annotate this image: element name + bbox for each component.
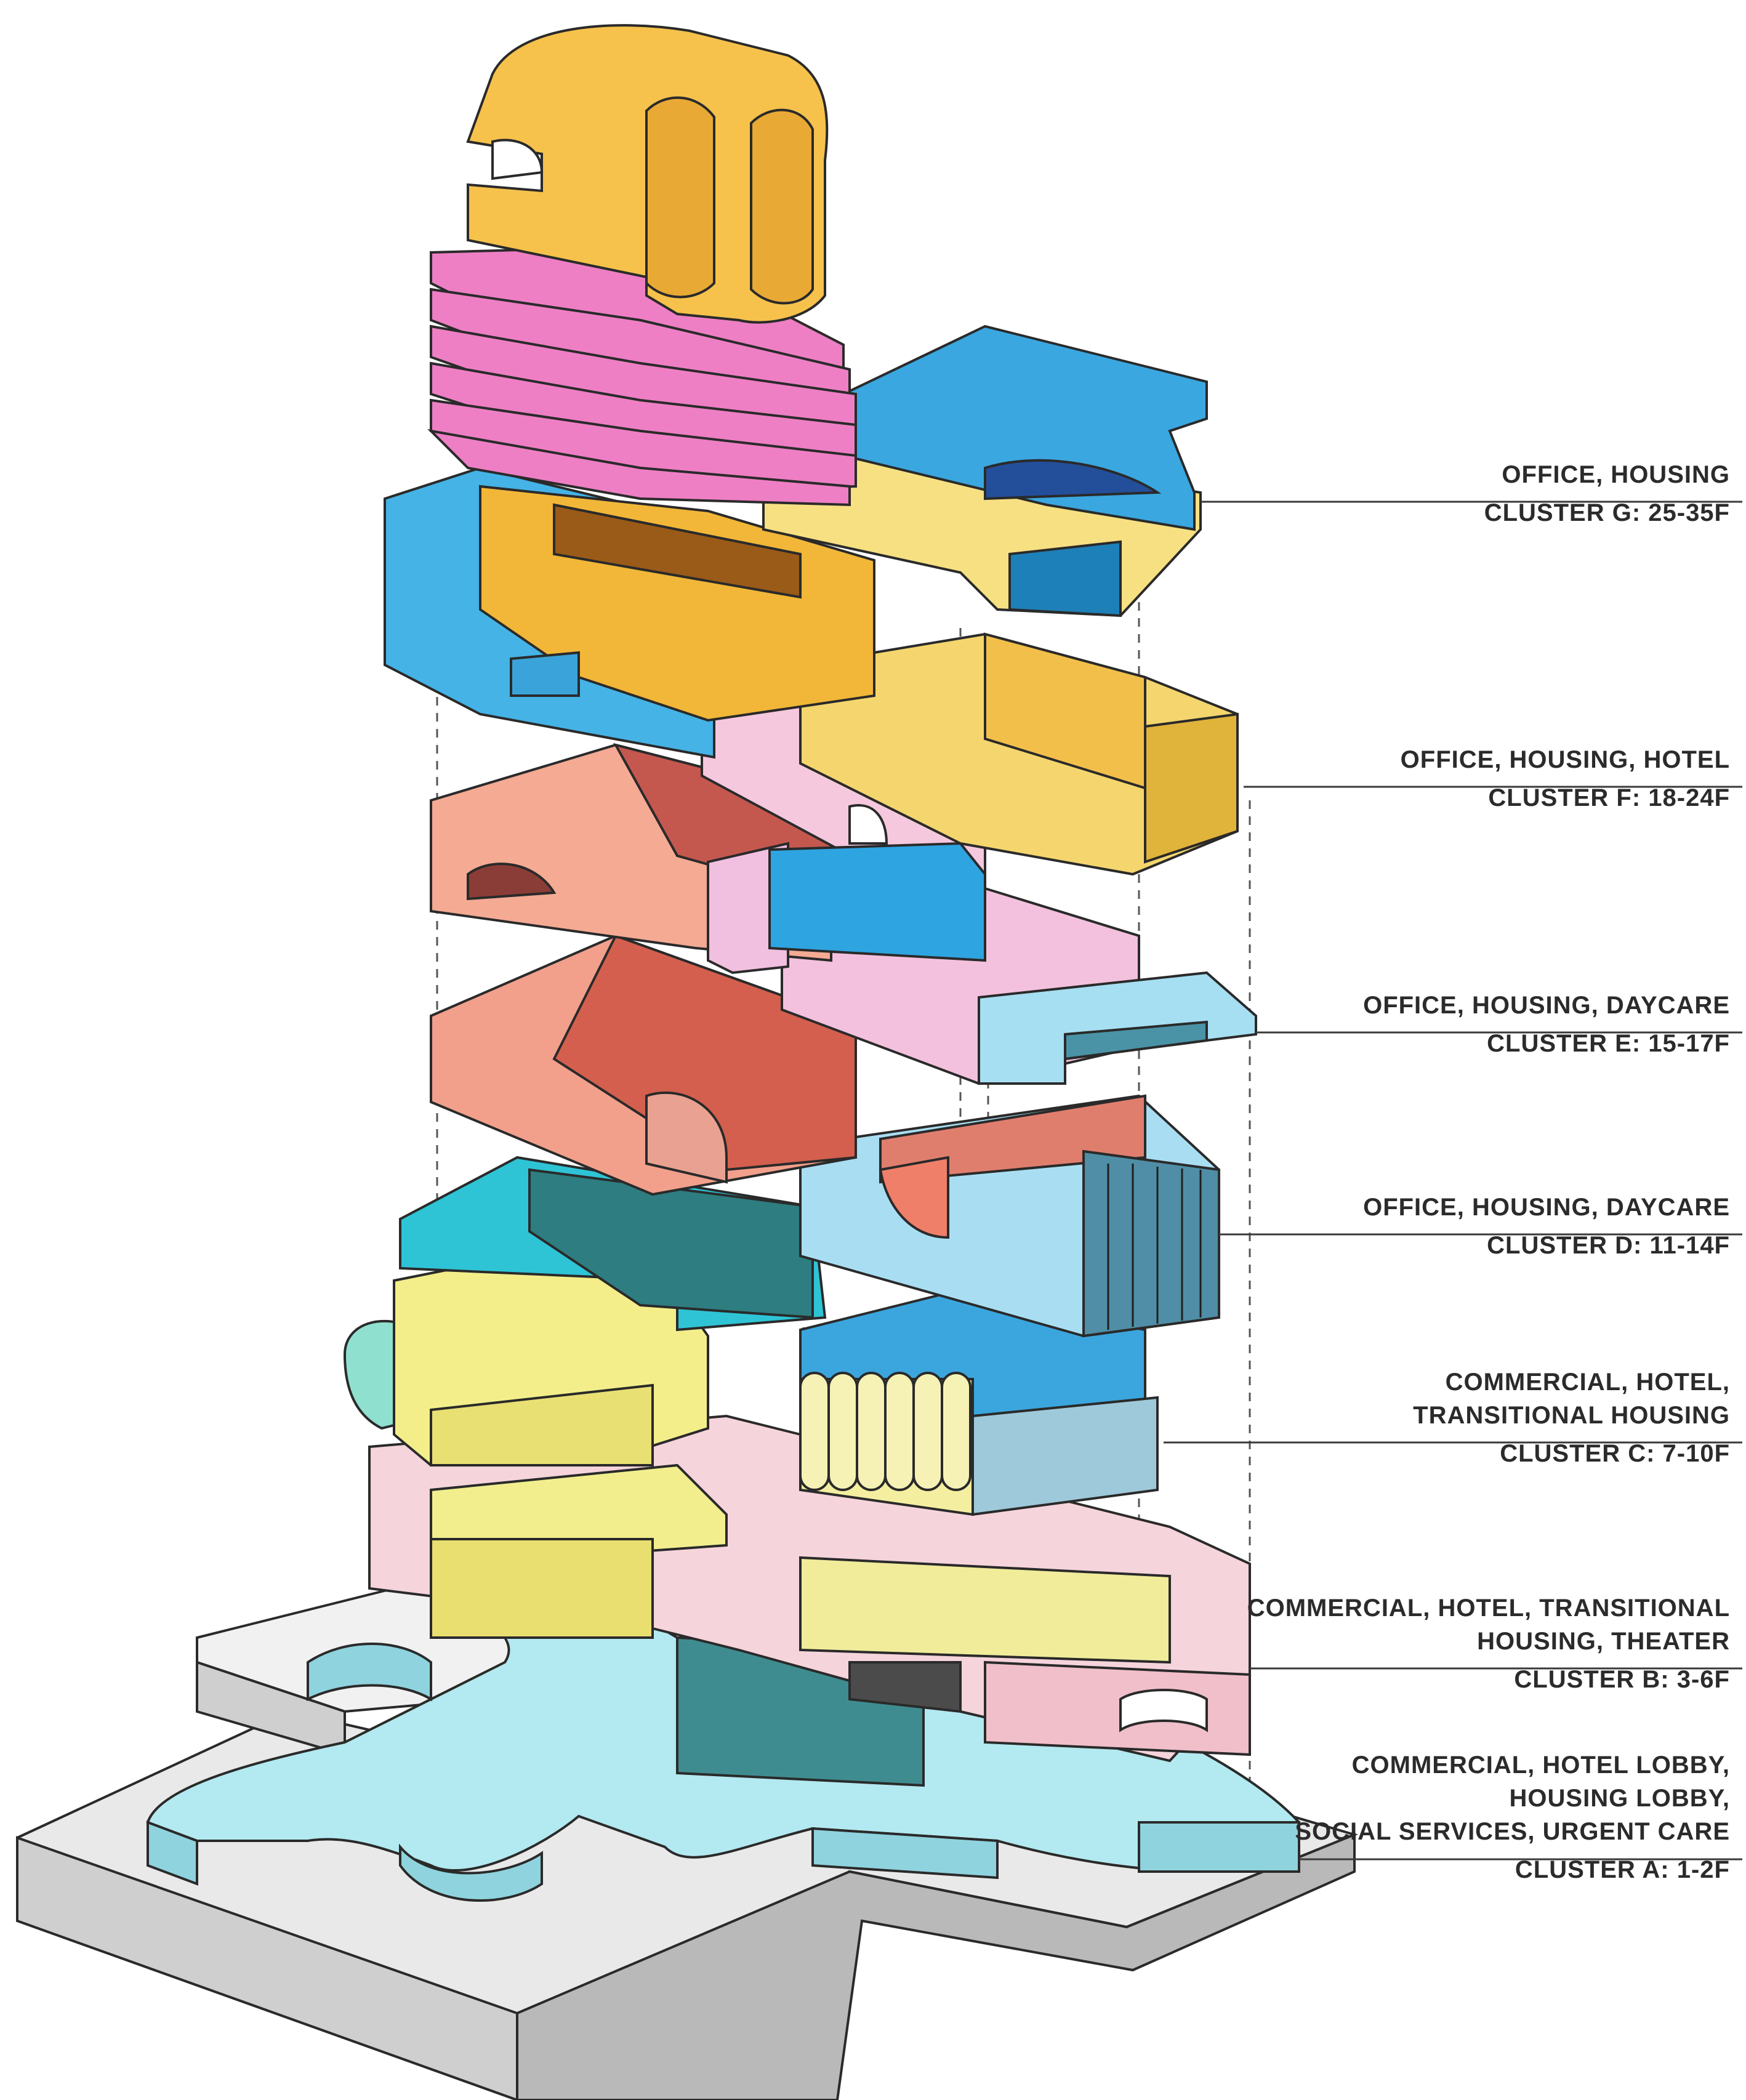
cluster-b-floors: CLUSTER B: 3-6F: [1514, 1666, 1730, 1693]
cluster-e-massing: [430, 885, 1257, 1196]
cluster-e-program: OFFICE, HOUSING, DAYCARE: [1363, 992, 1730, 1019]
cluster-a-program: COMMERCIAL, HOTEL LOBBY, HOUSING LOBBY, …: [1295, 1752, 1730, 1845]
cluster-c-program: COMMERCIAL, HOTEL, TRANSITIONAL HOUSING: [1413, 1369, 1730, 1429]
cluster-g-floors: CLUSTER G: 25-35F: [1484, 499, 1730, 526]
cluster-c-floors: CLUSTER C: 7-10F: [1500, 1440, 1730, 1467]
cluster-f-floors: CLUSTER F: 18-24F: [1488, 784, 1730, 811]
cluster-d-massing: [399, 1094, 1220, 1338]
cluster-d-ribs: [1107, 1164, 1202, 1330]
cluster-d-floors: CLUSTER D: 11-14F: [1487, 1232, 1730, 1259]
cluster-a-floors: CLUSTER A: 1-2F: [1515, 1856, 1730, 1883]
cluster-g-pink-rolls: [427, 244, 857, 507]
cluster-c-label: COMMERCIAL, HOTEL, TRANSITIONAL HOUSING …: [991, 1366, 1730, 1469]
cluster-g-label: OFFICE, HOUSING CLUSTER G: 25-35F: [991, 458, 1730, 528]
cluster-d-label: OFFICE, HOUSING, DAYCARE CLUSTER D: 11-1…: [991, 1191, 1730, 1261]
cluster-e-floors: CLUSTER E: 15-17F: [1487, 1030, 1730, 1057]
cluster-b-program: COMMERCIAL, HOTEL, TRANSITIONAL HOUSING,…: [1247, 1595, 1730, 1655]
cluster-f-program: OFFICE, HOUSING, HOTEL: [1400, 746, 1730, 773]
cluster-f-massing: [430, 632, 1239, 975]
cluster-c-ribs: [799, 1372, 972, 1491]
cluster-e-label: OFFICE, HOUSING, DAYCARE CLUSTER E: 15-1…: [991, 989, 1730, 1059]
cluster-g-massing: [384, 24, 1208, 759]
cluster-d-program: OFFICE, HOUSING, DAYCARE: [1363, 1194, 1730, 1221]
cluster-f-label: OFFICE, HOUSING, HOTEL CLUSTER F: 18-24F: [991, 743, 1730, 813]
cluster-a-label: COMMERCIAL, HOTEL LOBBY, HOUSING LOBBY, …: [991, 1748, 1730, 1885]
cluster-b-label: COMMERCIAL, HOTEL, TRANSITIONAL HOUSING,…: [991, 1591, 1730, 1695]
cluster-g-program: OFFICE, HOUSING: [1502, 461, 1730, 488]
